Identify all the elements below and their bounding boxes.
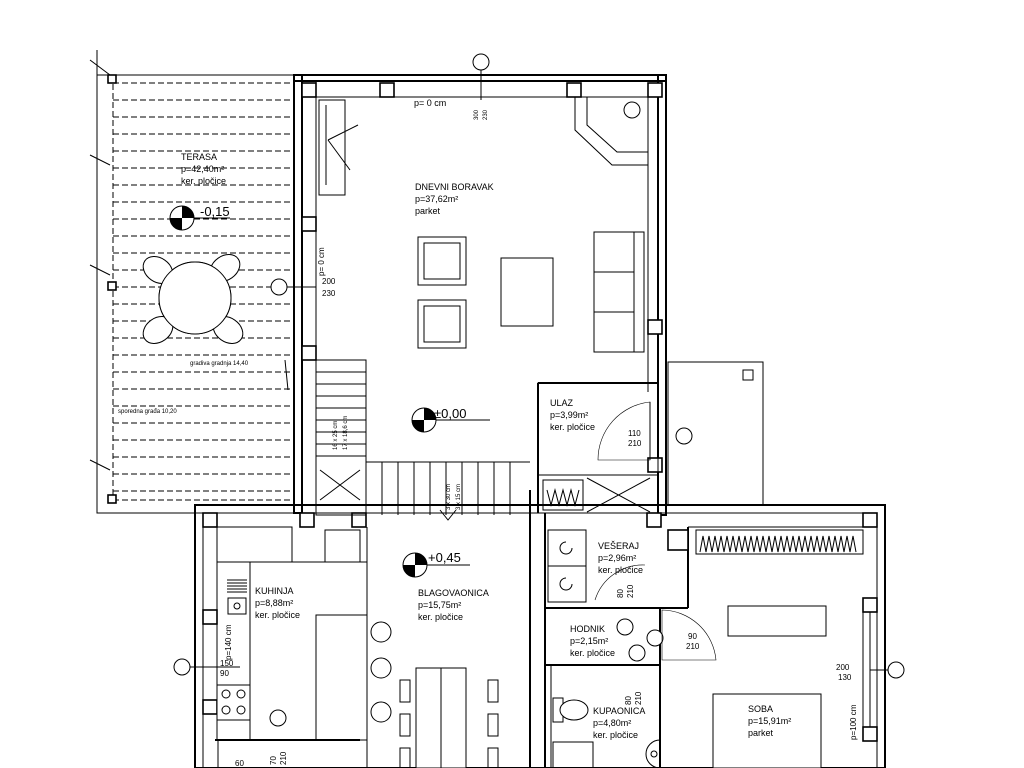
dim-stair1-a: 16 x 25 cm	[333, 421, 339, 450]
dim-boravak-top-w: 300	[474, 109, 480, 120]
dim-boravak-top-p: p= 0 cm	[414, 98, 446, 108]
level-terasa: -0,15	[200, 204, 230, 219]
bathroom-fixtures	[552, 697, 661, 768]
label-boravak-area: p=37,62m²	[415, 194, 458, 204]
label-boravak-name: DNEVNI BORAVAK	[415, 182, 494, 192]
terasa-note-1: gradiva gradnja 14,40	[190, 361, 249, 367]
label-terasa-name: TERASA	[181, 152, 217, 162]
dim-soba-h: 130	[838, 673, 852, 682]
terrace: -0,15 TERASA p=42,40m² ker. pločice grad…	[89, 50, 295, 514]
dim-boravak-left-w: 200	[322, 277, 336, 286]
label-soba-area: p=15,91m²	[748, 716, 791, 726]
bedroom	[695, 529, 871, 768]
dining-table-set	[370, 621, 499, 768]
dim-veseraj-w: 80	[616, 589, 625, 598]
dim-ulaz-h: 210	[628, 439, 642, 448]
label-kuhinja-area: p=8,88m²	[255, 598, 293, 608]
level-marker-boravak	[411, 407, 490, 433]
dim-kuhinja-p: p=140 cm	[224, 624, 233, 660]
label-veseraj-area: p=2,96m²	[598, 553, 636, 563]
label-terasa-floor: ker. pločice	[181, 176, 226, 186]
dim-kupaonica-h: 210	[634, 691, 643, 705]
level-blagovaonica: +0,45	[428, 550, 461, 565]
armchair-1	[417, 236, 467, 286]
dim-kuhinja-h: 90	[220, 669, 229, 678]
dim-kupaonica-w: 80	[624, 696, 633, 705]
label-kuhinja-name: KUHINJA	[255, 586, 294, 596]
kitchen	[216, 526, 368, 741]
label-ulaz-name: ULAZ	[550, 398, 574, 408]
dim-kuhinja-w: 150	[220, 659, 234, 668]
staircase	[315, 359, 530, 521]
dim-hodnik-w: 90	[688, 632, 697, 641]
terrace-table-set	[142, 254, 244, 344]
callouts	[173, 53, 905, 727]
level-marker-blagovaonica	[402, 552, 470, 578]
label-ulaz-floor: ker. pločice	[550, 422, 595, 432]
label-hodnik-area: p=2,15m²	[570, 636, 608, 646]
dim-soba-w: 200	[836, 663, 850, 672]
living-room: ±0,00 DNEVNI BORAVAK p=37,62m² parket p=…	[315, 97, 648, 521]
dim-bottom-h: 210	[279, 751, 288, 765]
label-veseraj-floor: ker. pločice	[598, 565, 643, 575]
label-boravak-floor: parket	[415, 206, 441, 216]
label-hodnik-floor: ker. pločice	[570, 648, 615, 658]
dim-stair2-a: 3 x 30 cm	[446, 484, 452, 510]
dim-soba-p: p=100 cm	[849, 704, 858, 740]
dim-boravak-left-p: p= 0 cm	[317, 247, 326, 276]
label-blagovaonica-area: p=15,75m²	[418, 600, 461, 610]
label-blagovaonica-name: BLAGOVAONICA	[418, 588, 489, 598]
label-ulaz-area: p=3,99m²	[550, 410, 588, 420]
label-veseraj-name: VEŠERAJ	[598, 541, 639, 551]
laundry-machines	[547, 529, 646, 603]
dim-veseraj-h: 210	[626, 584, 635, 598]
dim-boravak-left-h: 230	[322, 289, 336, 298]
label-blagovaonica-floor: ker. pločice	[418, 612, 463, 622]
dim-bottom-w: 70	[269, 756, 278, 765]
dim-boravak-top-h: 230	[483, 109, 489, 120]
dim-stair1-b: 17 x 18,6 cm	[343, 416, 349, 450]
label-kupaonica-area: p=4,80m²	[593, 718, 631, 728]
label-terasa-area: p=42,40m²	[181, 164, 224, 174]
level-marker-terasa	[169, 205, 230, 231]
sofa	[593, 231, 645, 353]
level-boravak: ±0,00	[434, 406, 466, 421]
dim-bottom-60: 60	[235, 759, 244, 768]
label-hodnik-name: HODNIK	[570, 624, 605, 634]
label-kuhinja-floor: ker. pločice	[255, 610, 300, 620]
dim-stair2-b: 3 x 15 cm	[456, 484, 462, 510]
armchair-2	[417, 299, 467, 349]
label-kupaonica-name: KUPAONICA	[593, 706, 645, 716]
label-soba-name: SOBA	[748, 704, 773, 714]
label-kupaonica-floor: ker. pločice	[593, 730, 638, 740]
walls	[194, 74, 886, 768]
label-soba-floor: parket	[748, 728, 774, 738]
terasa-note-2: sporedna građa 10,20	[118, 409, 177, 415]
dim-ulaz-w: 110	[628, 429, 641, 438]
dim-hodnik-h: 210	[686, 642, 700, 651]
coffee-table	[500, 257, 554, 327]
